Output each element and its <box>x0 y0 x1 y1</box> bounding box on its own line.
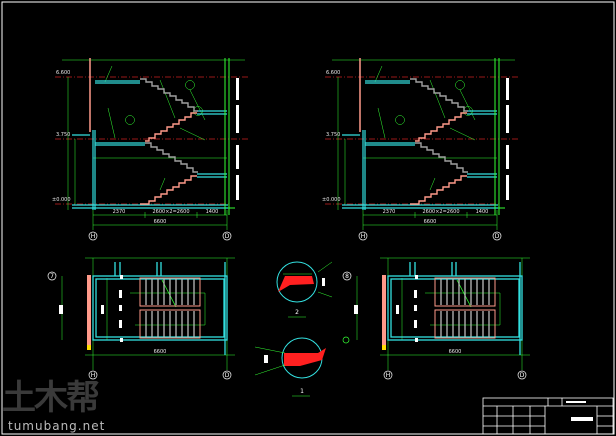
dim-label: 2370 <box>383 209 396 215</box>
level-label: 3.750 <box>326 132 340 138</box>
title-block <box>482 397 614 435</box>
dim-label: 1400 <box>206 209 219 215</box>
dim-label: 1400 <box>476 209 489 215</box>
overall-dim: 6600 <box>449 349 462 355</box>
axis-label: 7 <box>50 273 54 280</box>
axis-label: D <box>225 233 230 240</box>
level-label: 6.600 <box>56 70 70 76</box>
watermark-logo: 土木帮 <box>2 378 100 418</box>
detail-label: 1 <box>300 388 304 395</box>
axis-label: D <box>225 372 230 379</box>
axis-label: D <box>520 372 525 379</box>
detail-2: 2 <box>276 261 333 318</box>
detail-label: 2 <box>295 309 299 316</box>
dim-label: 2370 <box>113 209 126 215</box>
plan-right: 8 H D 6600 <box>342 257 531 380</box>
dim-label: 2600×2=2600 <box>422 209 459 215</box>
dim-label: 2600×2=2600 <box>152 209 189 215</box>
axis-label: H <box>91 233 96 240</box>
section-right: 6.600 3.750 ±0.000 2370 2600×2=2600 1400… <box>322 57 521 241</box>
level-label: ±0.000 <box>322 197 341 203</box>
watermark-url: tumubang.net <box>8 419 106 433</box>
overall-dim: 6600 <box>154 349 167 355</box>
level-label: 3.750 <box>56 132 70 138</box>
axis-label: D <box>495 233 500 240</box>
axis-label: H <box>91 372 96 379</box>
level-label: 6.600 <box>326 70 340 76</box>
detail-1: 1 <box>254 336 350 397</box>
level-label: ±0.000 <box>52 197 71 203</box>
section-left: 6.600 3.750 ±0.000 2370 2600×2=2600 1400… <box>52 57 251 241</box>
overall-dim: 6600 <box>154 219 167 225</box>
axis-label: 8 <box>345 273 349 280</box>
axis-label: H <box>386 372 391 379</box>
plan-left: 7 H D 6600 <box>47 257 236 380</box>
overall-dim: 6600 <box>424 219 437 225</box>
axis-label: H <box>361 233 366 240</box>
